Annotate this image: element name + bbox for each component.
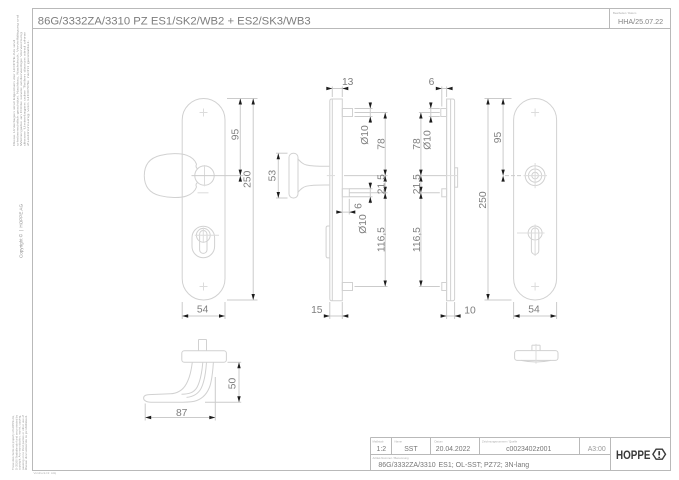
svg-text:54: 54 (528, 304, 540, 315)
svg-text:6: 6 (353, 203, 364, 209)
svg-text:urheberrechtlich geschützt. Na: urheberrechtlich geschützt. Nachbau, Nac… (16, 14, 20, 146)
svg-text:Ø10: Ø10 (358, 214, 369, 234)
svg-text:6: 6 (429, 77, 435, 88)
svg-text:78: 78 (376, 138, 387, 150)
svg-text:Ø10: Ø10 (423, 130, 434, 150)
svg-text:78: 78 (412, 138, 423, 150)
svg-text:20.04.2022: 20.04.2022 (436, 446, 471, 453)
svg-text:116,5: 116,5 (412, 227, 423, 252)
svg-text:A3:00: A3:00 (588, 446, 606, 453)
svg-text:Bearbeitet / Datum: Bearbeitet / Datum (613, 11, 637, 15)
svg-text:these documents is prohibited.: these documents is prohibited. (24, 415, 28, 470)
svg-text:Diese Unterlagen sind Eigentum: Diese Unterlagen sind Eigentum der HOPPE… (12, 39, 16, 146)
svg-text:copyright. Any reproduction, r: copyright. Any reproduction, reprint, co… (18, 415, 22, 470)
svg-text:1:2: 1:2 (377, 446, 387, 453)
svg-text:Datum: Datum (435, 439, 444, 443)
svg-text:Artikel-Nummer / Benennung: Artikel-Nummer / Benennung (373, 456, 410, 460)
svg-text:95: 95 (493, 132, 504, 144)
svg-text:HHA/25.07.22: HHA/25.07.22 (618, 17, 663, 26)
svg-text:86G/3332ZA/3310 PZ ES1/SK2/WB2: 86G/3332ZA/3310 PZ ES1/SK2/WB2 + ES2/SK3… (38, 16, 311, 28)
svg-text:Zustimmung von HOPPE nicht ges: Zustimmung von HOPPE nicht gestattet. (26, 40, 30, 146)
svg-text:250: 250 (242, 170, 253, 187)
svg-text:Ø10: Ø10 (360, 125, 371, 145)
svg-text:86G/3332ZA/3310: 86G/3332ZA/3310 (378, 462, 435, 469)
svg-text:Zeichnungsnummer / Quelle: Zeichnungsnummer / Quelle (482, 439, 518, 443)
svg-text:95: 95 (231, 129, 242, 141)
svg-text:SST: SST (404, 446, 418, 453)
svg-text:passing on to third parties or: passing on to third parties or other use… (21, 415, 25, 470)
svg-text:Name: Name (395, 439, 403, 443)
svg-text:250: 250 (478, 191, 489, 208)
svg-text:50: 50 (228, 378, 239, 390)
svg-text:87: 87 (176, 408, 188, 419)
svg-text:HOPPE: HOPPE (616, 448, 651, 462)
svg-text:13: 13 (342, 77, 354, 88)
svg-text:15: 15 (311, 305, 323, 316)
svg-text:10: 10 (464, 305, 476, 316)
svg-text:ES1; OL-SST; PZ72; 3N-lang: ES1; OL-SST; PZ72; 3N-lang (439, 462, 530, 469)
svg-text:21,5: 21,5 (412, 174, 423, 194)
svg-text:These documents are property o: These documents are property of HOPPE AG… (11, 415, 15, 470)
svg-text:53: 53 (268, 170, 279, 182)
svg-text:D-35260 Stadtallendorf and are: D-35260 Stadtallendorf and are protected… (14, 414, 18, 470)
svg-text:116,5: 116,5 (376, 227, 387, 252)
svg-text:Maßstab: Maßstab (373, 439, 384, 443)
svg-text:Copyright © | HOPPE AG: Copyright © | HOPPE AG (19, 203, 24, 258)
svg-text:Weitergabe an Dritte sowie and: Weitergabe an Dritte sowie anderweitige … (19, 31, 23, 146)
svg-text:c0023402z001: c0023402z001 (506, 446, 551, 453)
svg-text:dieser Unterlagen oder Teilen: dieser Unterlagen oder Teilen davon sind… (22, 31, 26, 146)
svg-text:Vordruck-Nr. A3q: Vordruck-Nr. A3q (34, 471, 57, 475)
svg-text:21,5: 21,5 (376, 174, 387, 194)
svg-text:54: 54 (197, 304, 209, 315)
